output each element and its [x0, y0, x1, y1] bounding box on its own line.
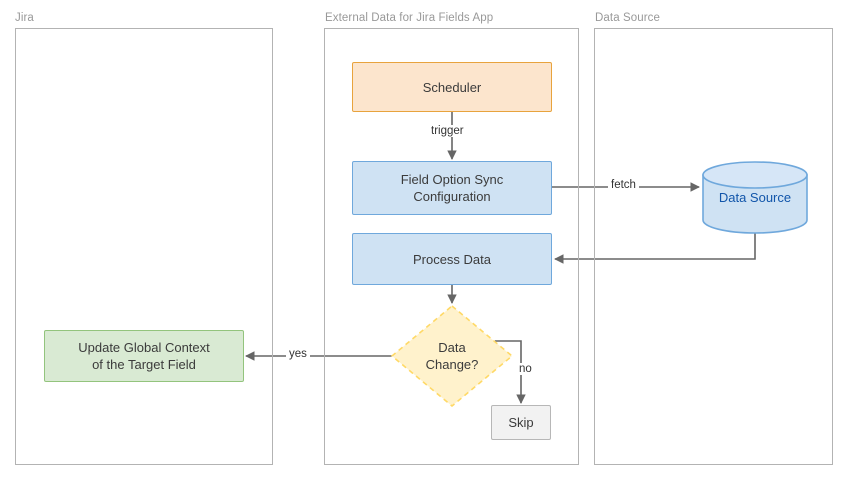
node-field-option-sync-configuration[interactable]: Field Option Sync Configuration	[352, 161, 552, 215]
pool-external-data-app	[324, 28, 579, 465]
node-decision-label-line1: Data	[438, 340, 466, 355]
node-datasource-label: Data Source	[718, 190, 792, 205]
edge-label-trigger: trigger	[428, 125, 467, 137]
node-scheduler[interactable]: Scheduler	[352, 62, 552, 112]
edge-datasource-to-process	[554, 233, 756, 264]
node-decision-label-line2: Change?	[425, 357, 479, 372]
pool-jira	[15, 28, 273, 465]
node-process-data[interactable]: Process Data	[352, 233, 552, 285]
edge-label-fetch: fetch	[608, 179, 639, 191]
node-sync-label-line2: Configuration	[413, 189, 491, 204]
node-data-source-cylinder[interactable]: Data Source	[703, 162, 807, 233]
edge-label-no: no	[516, 363, 535, 375]
node-decision-label: Data Change?	[392, 306, 512, 406]
edge-label-yes: yes	[286, 348, 310, 360]
pool-label-app: External Data for Jira Fields App	[325, 12, 494, 24]
node-skip-label: Skip	[508, 415, 534, 430]
node-data-change-decision[interactable]: Data Change?	[392, 306, 512, 406]
node-update-label-line1: Update Global Context	[78, 340, 210, 355]
edge-decision-to-skip	[495, 340, 526, 404]
node-sync-label-line1: Field Option Sync	[400, 172, 504, 187]
node-datasource-shape	[702, 161, 808, 234]
pool-label-data-source: Data Source	[595, 12, 661, 24]
pool-data-source	[594, 28, 833, 465]
node-skip[interactable]: Skip	[491, 405, 551, 440]
node-scheduler-label: Scheduler	[422, 79, 482, 95]
node-update-label-line2: of the Target Field	[92, 357, 196, 372]
node-update-global-context[interactable]: Update Global Context of the Target Fiel…	[44, 330, 244, 382]
pool-label-jira: Jira	[15, 12, 34, 24]
node-decision-shape	[390, 304, 514, 408]
node-process-data-label: Process Data	[412, 251, 492, 267]
